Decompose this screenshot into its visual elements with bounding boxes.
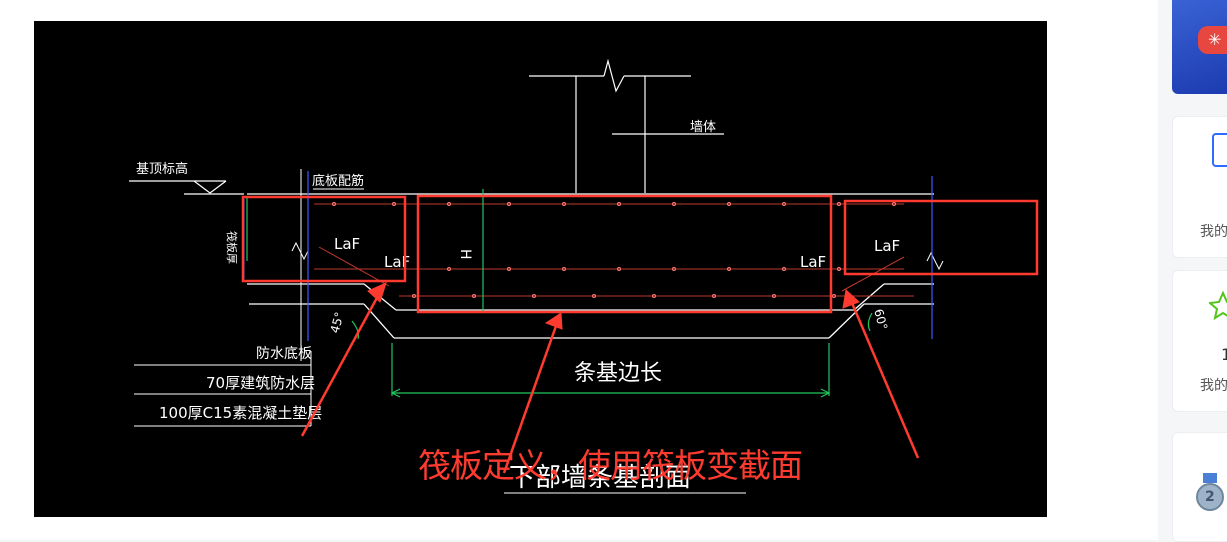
- medal-icon: [1196, 473, 1224, 511]
- sidebar-card-1[interactable]: 我的: [1172, 116, 1227, 258]
- raft-slab-outline: [247, 193, 934, 339]
- height-label: H: [457, 249, 473, 260]
- cad-drawing-image: 墙体 基顶标高 底板配筋: [34, 21, 1047, 517]
- laf-label-left: LaF: [334, 235, 360, 253]
- rebar-dots: [332, 202, 896, 298]
- laf-label-far-right: LaF: [874, 237, 900, 255]
- dimension-lines: [246, 189, 873, 398]
- highlight-box-left: [241, 195, 407, 283]
- highlight-box-right: [843, 199, 1039, 276]
- wall-lines: [529, 58, 724, 193]
- sidebar-card-3[interactable]: 2: [1172, 432, 1227, 542]
- layer-notes-lines: [134, 351, 312, 427]
- laf-label-left-2: LaF: [384, 253, 410, 271]
- sparkle-icon: ✳: [1208, 30, 1222, 49]
- wall-label: 墙体: [690, 120, 716, 135]
- bottom-rebar-label: 底板配筋: [312, 173, 364, 189]
- cushion-layer-label: 100厚C15素混凝土垫层: [159, 404, 322, 422]
- card2-label: 我的: [1200, 378, 1227, 394]
- card1-label: 我的: [1200, 224, 1227, 240]
- laf-label-right: LaF: [800, 253, 826, 271]
- cad-section-drawing: 墙体 基顶标高 底板配筋: [129, 58, 1039, 494]
- highlight-box-center: [416, 194, 833, 314]
- annotation-arrows: [300, 282, 920, 474]
- star-icon: [1209, 291, 1227, 321]
- strip-length-label: 条基边长: [574, 361, 662, 386]
- card2-number: 1: [1221, 345, 1227, 364]
- base-elevation-label: 基顶标高: [136, 161, 188, 177]
- sidebar-banner[interactable]: ✳: [1172, 0, 1227, 94]
- elevation-marker: [129, 180, 244, 195]
- section-title: 下部墙条基剖面: [509, 463, 691, 493]
- medal-number: 2: [1205, 489, 1215, 505]
- angle-60-label: 60°: [871, 307, 890, 331]
- sidebar-card-2[interactable]: 1 我的: [1172, 270, 1227, 412]
- document-icon: [1212, 133, 1227, 167]
- rebar-lines: [314, 203, 914, 297]
- waterproof-slab-label: 防水底板: [256, 346, 312, 362]
- angle-45-label: 45°: [328, 310, 347, 334]
- highlight-boxes: [241, 194, 1039, 314]
- slab-thickness-label: 筏板厚: [225, 231, 239, 264]
- banner-badge: ✳: [1198, 26, 1227, 54]
- membrane-layer-label: 70厚建筑防水层: [206, 374, 315, 392]
- annotation-text: 筏板定义，使用筏板变截面: [418, 446, 803, 485]
- question-content: 墙体 基顶标高 底板配筋: [34, 21, 1047, 517]
